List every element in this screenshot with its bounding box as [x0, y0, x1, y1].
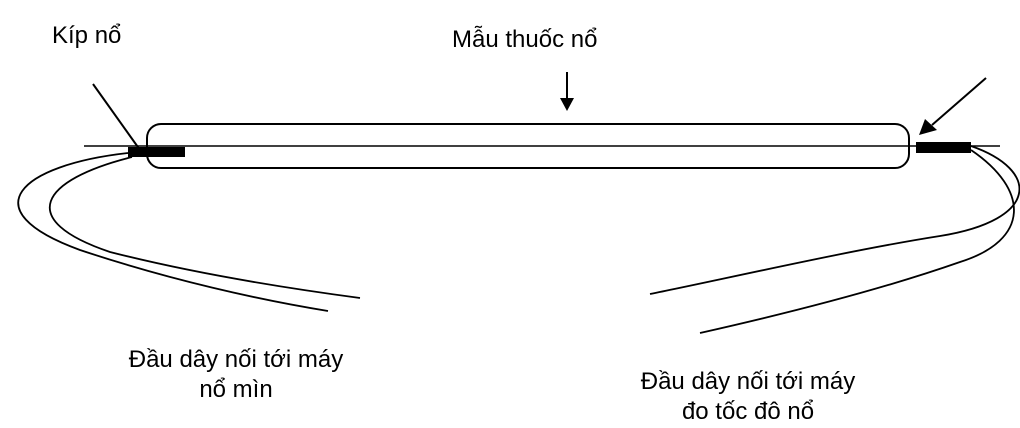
velocity-meter-wire-label-line2: đo tốc đô nổ [681, 398, 815, 425]
meter-wire-upper [649, 145, 1020, 295]
sensor-block-right [916, 142, 971, 153]
firing-machine-wire-label-line2: nổ mìn [199, 376, 273, 403]
sample-arrow-head [560, 98, 574, 111]
meter-wire-lower [699, 149, 1015, 334]
firing-machine-wire-label: Đầu dây nối tới máy nổ mìn [86, 345, 386, 405]
firing-wire-outer [17, 152, 329, 312]
detonator-label: Kíp nổ [52, 22, 122, 49]
detonator-block-left [128, 147, 185, 157]
velocity-meter-wire-label-line1: Đầu dây nối tới máy [640, 368, 856, 395]
sensor-arrow-shaft [931, 77, 987, 126]
velocity-meter-wire-label: Đầu dây nối tới máy đo tốc đô nổ [598, 367, 898, 427]
detonator-pointer-line [92, 83, 141, 151]
firing-machine-wire-label-line1: Đầu dây nối tới máy [128, 346, 344, 373]
firing-wire-inner [48, 156, 361, 299]
explosive-sample-label: Mẫu thuốc nổ [452, 26, 598, 53]
sensor-arrow-head [919, 119, 937, 135]
